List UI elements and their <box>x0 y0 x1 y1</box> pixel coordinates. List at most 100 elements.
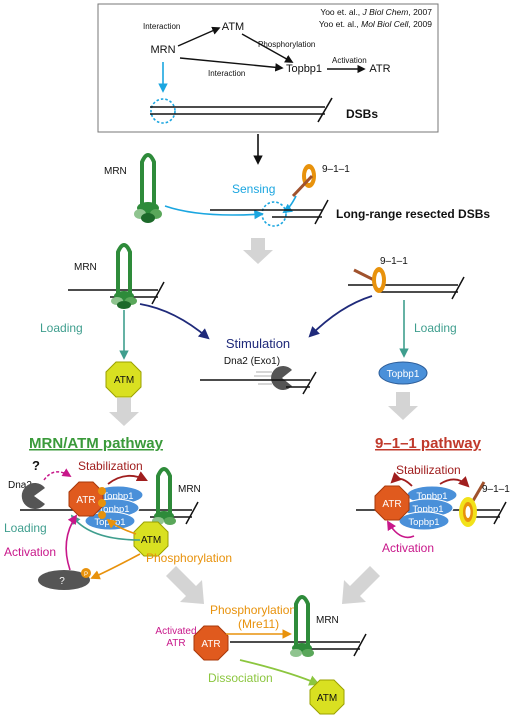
topbp1-label-left-2: Topbp1 <box>98 504 129 515</box>
top-atm-label: ATM <box>222 21 244 33</box>
topbp1-label-right-3: Topbp1 <box>408 517 439 528</box>
question-mark-top: ? <box>32 458 40 473</box>
dsb-end-circle-sensing <box>261 201 287 227</box>
mrn-label-bottom: MRN <box>316 615 339 626</box>
topbp1-oval-right-3 <box>398 511 450 531</box>
atm-label-loading: ATM <box>114 375 134 386</box>
loading-mrn-label: MRN <box>74 262 97 273</box>
atm-octagon-loading <box>105 361 142 398</box>
topbp1-label-right-1: Topbp1 <box>416 491 447 502</box>
dna2-pacman-icon <box>271 366 292 390</box>
dna2-pacman-pathway-icon <box>21 483 45 509</box>
phosphorylation-label-pathway: Phosphorylation <box>146 551 232 565</box>
interaction-label-2: Interaction <box>208 69 245 78</box>
gray-arrow-converge-right <box>342 566 380 604</box>
dsb-end-circle-top <box>150 98 176 124</box>
interaction-label-1: Interaction <box>143 22 180 31</box>
phosphorylation-arrow-atr <box>106 518 137 535</box>
dna2-speed-lines <box>254 371 272 385</box>
loading-dna-right-break <box>451 276 465 300</box>
activated-atr-label: ATR <box>166 638 185 649</box>
atr-octagon-left <box>68 481 104 517</box>
pathway-left-dna-break <box>185 501 199 525</box>
loading-911-label: 9–1–1 <box>380 256 408 267</box>
unknown-p-label: P <box>84 572 88 578</box>
mrn-complex-pathway <box>152 467 176 525</box>
long-range-label: Long-range resected DSBs <box>336 207 490 221</box>
arrow-atm-to-topbp1 <box>241 33 294 63</box>
reference-2: Yoo et. al., Mol Biol Cell, 2009 <box>319 19 432 29</box>
nine-pathway-title: 9–1–1 pathway <box>375 435 482 452</box>
mrn-complex-sensing <box>134 153 162 223</box>
arrow-mrn-to-atm <box>177 26 221 47</box>
p-badge-3 <box>98 511 106 519</box>
topbp1-label-left-1: Topbp1 <box>102 491 133 502</box>
stimulation-arrow-left <box>139 303 210 340</box>
atr-label-left: ATR <box>76 495 95 506</box>
sensing-label: Sensing <box>232 182 275 196</box>
unknown-protein-label: ? <box>59 576 65 587</box>
phosphorylation-arrow-unknown <box>90 553 141 580</box>
activation-arrow-right <box>387 520 415 539</box>
top-atr-label: ATR <box>369 63 390 75</box>
atr-octagon-right <box>374 485 410 521</box>
sensing-arrow-left <box>164 205 264 220</box>
loading-dna-left-break <box>151 281 165 305</box>
stabilization-arrow-left <box>107 471 148 485</box>
stimulation-dna-break <box>302 371 317 395</box>
nine-one-one-sensing <box>291 164 316 198</box>
activation-label-right: Activation <box>382 541 434 555</box>
mrn-atm-pathway-title: MRN/ATM pathway <box>29 435 164 452</box>
dissociation-arrow <box>239 659 320 686</box>
topbp1-oval-loading <box>378 361 428 385</box>
loading-label-left: Loading <box>40 321 83 335</box>
stimulation-label: Stimulation <box>226 336 290 351</box>
bottom-dna-break <box>353 633 367 657</box>
stabilization-arrow-right-2 <box>439 476 470 488</box>
dsbs-label: DSBs <box>346 107 378 121</box>
loading-label-right: Loading <box>414 321 457 335</box>
reference-1: Yoo et. al., J Biol Chem, 2007 <box>320 7 432 17</box>
mre11-label: (Mre11) <box>238 617 279 631</box>
top-box-frame <box>97 3 439 133</box>
dissociation-label: Dissociation <box>208 671 273 685</box>
top-mrn-label: MRN <box>150 44 175 56</box>
activated-label: Activated <box>155 626 196 637</box>
atm-label-bottom: ATM <box>317 693 337 704</box>
stimulation-arrow-right <box>308 295 373 338</box>
activation-label-pathway: Activation <box>4 545 56 559</box>
pathway-right-dna-break <box>493 501 507 525</box>
gray-arrow-converge-left <box>166 566 204 604</box>
atr-label-bottom: ATR <box>201 639 220 650</box>
arrow-mrn-to-topbp1 <box>179 57 284 72</box>
p-badge-2 <box>98 499 106 507</box>
p-badge-1 <box>98 487 106 495</box>
nine-one-one-pathway <box>459 481 486 527</box>
gray-arrow-left <box>109 398 139 426</box>
unknown-p-badge <box>81 568 91 578</box>
atr-label-right: ATR <box>382 499 401 510</box>
top-topbp1-label: Topbp1 <box>286 63 322 75</box>
mrn-complex-loading <box>111 243 137 309</box>
gray-arrow-right <box>388 392 418 420</box>
mrn-complex-bottom <box>290 595 314 657</box>
dna2-exo1-label: Dna2 (Exo1) <box>224 356 280 367</box>
loading-label-pathway: Loading <box>4 521 47 535</box>
nine-one-one-label-pathway: 9–1–1 <box>482 484 510 495</box>
activation-label-top: Activation <box>332 56 367 65</box>
sensing-mrn-label: MRN <box>104 166 127 177</box>
atm-octagon-bottom <box>309 679 345 715</box>
stabilization-arrow-right-1 <box>390 472 413 487</box>
atm-octagon-pathway <box>133 521 169 557</box>
atm-label-pathway: ATM <box>141 535 161 546</box>
unknown-protein-oval <box>38 570 90 590</box>
topbp1-label-loading: Topbp1 <box>387 369 420 380</box>
phosphorylation-label-bottom: Phosphorylation <box>210 603 296 617</box>
dna2-label-pathway: Dna2 <box>8 480 32 491</box>
nine-one-one-loading <box>353 267 386 293</box>
stabilization-label-left: Stabilization <box>78 459 143 473</box>
dna2-dashed-arrow <box>43 468 72 481</box>
sensing-arrow-right <box>282 195 297 214</box>
